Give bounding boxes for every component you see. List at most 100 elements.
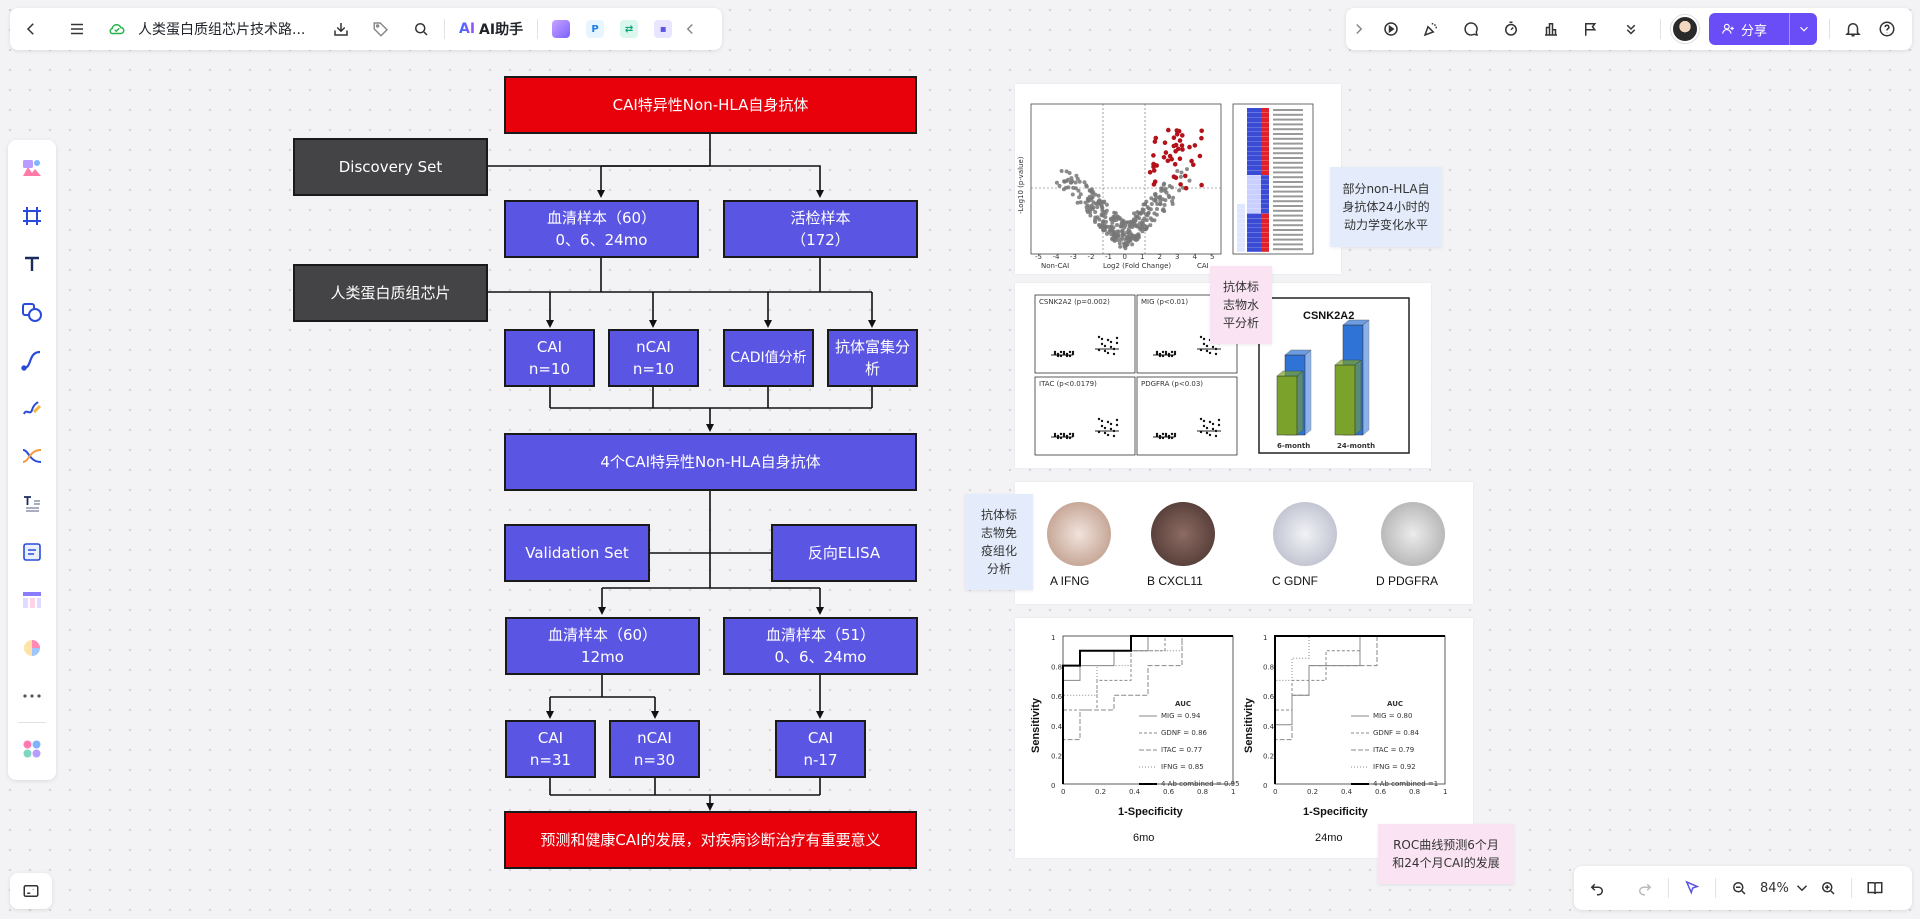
dot-point	[1205, 349, 1209, 353]
text-icon[interactable]	[12, 242, 52, 286]
dot-point	[1202, 419, 1206, 423]
sticker-icon[interactable]	[12, 626, 52, 670]
timer-icon[interactable]	[1494, 12, 1528, 46]
apps-icon[interactable]	[12, 727, 52, 771]
heatmap-row-label	[1273, 142, 1303, 145]
zoom-level[interactable]: 84%	[1760, 880, 1789, 896]
help-icon[interactable]	[1870, 12, 1904, 46]
roc-right-ylabel: Sensitivity	[1243, 697, 1255, 753]
notification-bell-icon[interactable]	[1836, 12, 1870, 46]
tag-icon[interactable]	[364, 12, 398, 46]
heatmap-cell	[1247, 218, 1261, 223]
dot-panel-frame	[1034, 376, 1136, 456]
note-ihc-analysis[interactable]: 抗体标 志物免 疫组化 分析	[965, 494, 1033, 590]
pen-icon[interactable]	[12, 386, 52, 430]
redo-icon[interactable]	[1628, 871, 1662, 905]
volcano-heatmap-figure[interactable]: Non-CAI Log2 (Fold Change) CAI -Log10 (p…	[1015, 84, 1341, 274]
dot-point	[1103, 349, 1107, 353]
back-icon[interactable]	[14, 12, 48, 46]
download-icon[interactable]	[324, 12, 358, 46]
cai-elisa-node[interactable]: CAI n-17	[775, 720, 866, 778]
volcano-point-significant	[1163, 150, 1169, 155]
volcano-point-significant	[1171, 135, 1177, 140]
volcano-point	[1093, 201, 1098, 206]
biopsy-sample-node[interactable]: 活检样本 （172）	[723, 200, 918, 258]
outline-book-icon[interactable]	[1858, 871, 1892, 905]
more-dots-icon[interactable]	[12, 674, 52, 718]
minimap-button[interactable]	[10, 873, 52, 909]
comment-icon[interactable]	[1454, 12, 1488, 46]
more-chevrons-icon[interactable]	[1614, 12, 1648, 46]
flag-icon[interactable]	[1574, 12, 1608, 46]
reverse-elisa-node[interactable]: 反向ELISA	[771, 524, 917, 582]
dot-point	[1115, 418, 1119, 422]
share-button[interactable]: 分享	[1709, 13, 1818, 45]
present-play-icon[interactable]	[1374, 12, 1408, 46]
volcano-point	[1075, 176, 1080, 181]
expand-chevron-icon[interactable]	[1348, 12, 1370, 46]
vote-icon[interactable]	[1534, 12, 1568, 46]
volcano-point	[1100, 206, 1105, 210]
menu-icon[interactable]	[60, 12, 94, 46]
connector-icon[interactable]	[12, 338, 52, 382]
roc-legend-label: 4 Ab combined =1	[1373, 780, 1438, 788]
four-antibodies-node[interactable]: 4个CAI特异性Non-HLA自身抗体	[504, 433, 917, 491]
ihc-figure[interactable]: A IFNG B CXCL11 C GDNF D PDGFRA	[1015, 482, 1473, 604]
volcano-point	[1155, 202, 1160, 206]
templates-icon[interactable]	[12, 146, 52, 190]
select-cursor-icon[interactable]	[1675, 871, 1709, 905]
mindmap-icon[interactable]	[12, 434, 52, 478]
share-dropdown-icon[interactable]	[1789, 13, 1817, 45]
avatar[interactable]	[1671, 15, 1699, 43]
discovery-set-node[interactable]: Discovery Set	[293, 138, 488, 196]
search-icon[interactable]	[404, 12, 438, 46]
dot-point	[1056, 352, 1060, 356]
undo-icon[interactable]	[1580, 871, 1614, 905]
zoom-in-icon[interactable]	[1811, 871, 1845, 905]
zoom-out-icon[interactable]	[1722, 871, 1756, 905]
serum-12mo-node[interactable]: 血清样本（60） 12mo	[505, 617, 700, 675]
result-node[interactable]: 预测和健康CAI的发展，对疾病诊断治疗有重要意义	[504, 811, 917, 869]
flow-plugin-icon[interactable]: ⇄	[620, 20, 639, 38]
table-icon[interactable]	[12, 578, 52, 622]
heatmap-cell	[1247, 132, 1261, 137]
cai-validation-node[interactable]: CAI n=31	[505, 720, 596, 778]
p-plugin-icon[interactable]: P	[586, 20, 605, 38]
frame-icon[interactable]	[12, 194, 52, 238]
ai-assistant-button[interactable]: AI AI助手	[451, 14, 531, 44]
collapse-chevron-icon[interactable]	[680, 12, 700, 46]
dot-point	[1068, 350, 1072, 354]
chat-plugin-icon[interactable]: ▪	[654, 20, 673, 38]
heatmap-cell	[1247, 184, 1261, 190]
image-plugin-icon[interactable]	[552, 20, 571, 38]
ncai-validation-node[interactable]: nCAI n=30	[609, 720, 700, 778]
note-level-analysis[interactable]: 抗体标 志物水 平分析	[1210, 266, 1272, 344]
antibody-enrichment-node[interactable]: 抗体富集分 析	[827, 329, 918, 387]
proteome-chip-node[interactable]: 人类蛋白质组芯片	[293, 264, 488, 322]
volcano-point	[1070, 192, 1075, 197]
text-block-icon[interactable]	[12, 482, 52, 526]
note-kinetics[interactable]: 部分non-HLA自 身抗体24小时的 动力学变化水平	[1330, 167, 1442, 247]
validation-set-node[interactable]: Validation Set	[504, 524, 650, 582]
ncai-group-node[interactable]: nCAI n=10	[608, 329, 699, 387]
volcano-point	[1059, 169, 1064, 173]
serum-51-node[interactable]: 血清样本（51） 0、6、24mo	[723, 617, 918, 675]
roc-curve	[1062, 635, 1233, 784]
cai-group-node[interactable]: CAI n=10	[504, 329, 595, 387]
heatmap-cell	[1247, 247, 1261, 252]
cadi-analysis-node[interactable]: CADI值分析	[723, 329, 814, 387]
roc-legend-label: MIG = 0.80	[1373, 712, 1412, 720]
sticky-note-icon[interactable]	[12, 530, 52, 574]
celebrate-icon[interactable]	[1414, 12, 1448, 46]
serum-sample-node[interactable]: 血清样本（60） 0、6、24mo	[504, 200, 699, 258]
heatmap-cell	[1237, 156, 1245, 161]
heatmap-cell	[1247, 160, 1261, 166]
shape-icon[interactable]	[12, 290, 52, 334]
dot-point	[1205, 426, 1209, 430]
flow-title-node[interactable]: CAI特异性Non-HLA自身抗体	[504, 76, 917, 134]
note-roc[interactable]: ROC曲线预测6个月 和24个月CAI的发展	[1378, 824, 1514, 884]
dot-point	[1217, 418, 1221, 422]
document-title[interactable]: 人类蛋白质组芯片技术路...	[138, 22, 306, 38]
zoom-dropdown-icon[interactable]	[1793, 871, 1811, 905]
